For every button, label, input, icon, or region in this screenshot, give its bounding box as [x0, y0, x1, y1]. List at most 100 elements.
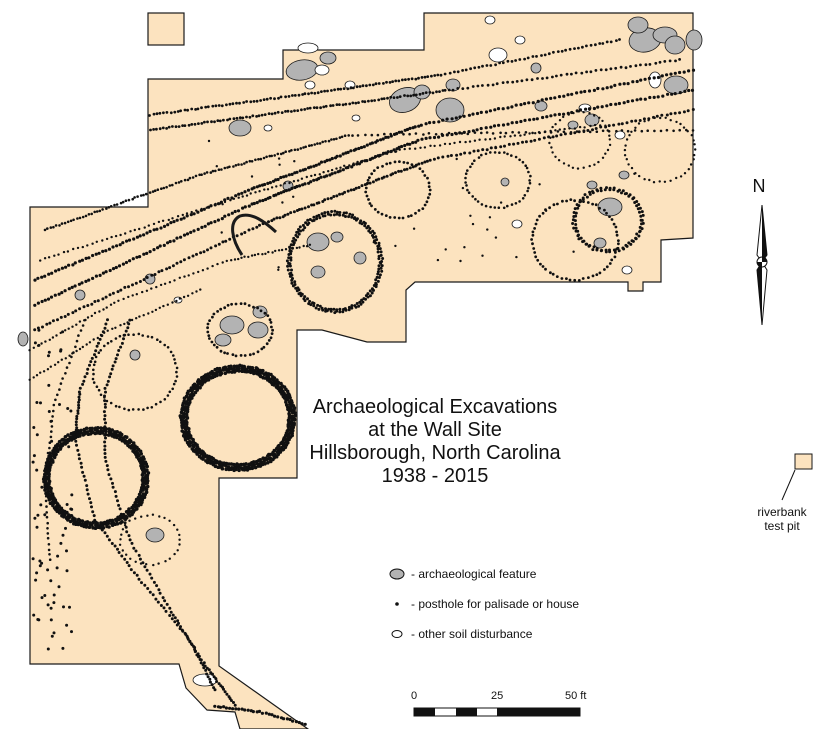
posthole: [219, 349, 223, 353]
posthole: [172, 523, 176, 527]
posthole: [232, 197, 236, 200]
posthole: [127, 322, 131, 326]
posthole: [403, 168, 406, 172]
posthole: [605, 86, 609, 90]
posthole: [93, 431, 98, 436]
posthole: [155, 285, 158, 289]
posthole: [148, 114, 151, 117]
posthole: [240, 163, 243, 166]
posthole: [527, 186, 530, 190]
posthole: [374, 278, 378, 282]
posthole: [81, 324, 85, 327]
posthole: [91, 520, 96, 525]
posthole: [338, 192, 342, 196]
posthole: [414, 164, 417, 168]
posthole: [592, 245, 596, 249]
posthole: [318, 142, 322, 145]
posthole: [91, 526, 95, 530]
map-title: Archaeological Excavations at the Wall S…: [300, 396, 570, 488]
posthole: [162, 606, 166, 610]
posthole: [582, 166, 585, 169]
posthole: [316, 303, 320, 307]
posthole: [102, 410, 106, 414]
posthole: [191, 176, 195, 179]
posthole: [338, 211, 342, 214]
posthole: [531, 55, 535, 58]
posthole: [78, 307, 82, 311]
posthole: [203, 664, 207, 668]
posthole: [60, 266, 64, 270]
posthole: [152, 580, 156, 584]
posthole: [489, 151, 492, 154]
posthole: [118, 243, 122, 247]
posthole: [60, 358, 63, 361]
posthole: [157, 270, 161, 274]
posthole: [325, 174, 329, 178]
posthole: [254, 459, 259, 464]
posthole: [423, 174, 427, 177]
posthole: [290, 410, 295, 415]
posthole: [586, 201, 590, 204]
posthole: [70, 493, 74, 497]
posthole: [106, 329, 109, 332]
posthole: [103, 344, 106, 348]
postholes-layer: [28, 38, 697, 726]
posthole: [220, 168, 223, 171]
posthole: [206, 248, 209, 252]
posthole: [307, 205, 310, 209]
posthole: [276, 152, 280, 156]
posthole: [453, 70, 456, 74]
posthole: [176, 215, 180, 218]
posthole: [292, 210, 296, 214]
posthole: [341, 103, 345, 107]
posthole: [455, 157, 458, 161]
posthole: [661, 94, 665, 98]
posthole: [510, 121, 514, 125]
posthole: [270, 186, 274, 189]
posthole: [365, 226, 369, 230]
posthole: [173, 552, 176, 556]
posthole: [397, 216, 401, 220]
posthole: [89, 360, 93, 364]
posthole: [163, 343, 166, 347]
posthole: [127, 295, 130, 299]
posthole: [184, 400, 189, 404]
posthole: [178, 414, 183, 418]
posthole: [124, 525, 128, 529]
posthole: [312, 218, 316, 222]
posthole: [589, 70, 593, 74]
posthole: [146, 587, 150, 590]
posthole: [480, 153, 483, 157]
posthole: [512, 142, 516, 146]
posthole: [101, 271, 105, 275]
posthole: [287, 413, 292, 418]
posthole: [66, 312, 70, 316]
posthole: [76, 517, 81, 522]
posthole: [639, 63, 642, 67]
posthole: [178, 276, 181, 279]
posthole: [81, 382, 85, 386]
posthole: [414, 147, 417, 150]
posthole: [91, 253, 95, 258]
posthole: [148, 590, 152, 594]
posthole: [535, 218, 539, 222]
posthole: [622, 101, 626, 105]
posthole: [574, 226, 578, 230]
posthole: [227, 370, 231, 374]
posthole: [540, 54, 543, 57]
posthole: [221, 261, 224, 264]
posthole: [232, 117, 236, 121]
posthole: [672, 129, 675, 133]
posthole: [308, 144, 311, 147]
posthole: [423, 160, 427, 164]
posthole: [249, 192, 252, 195]
posthole: [56, 554, 60, 558]
posthole: [93, 300, 97, 303]
posthole: [105, 399, 109, 403]
posthole: [643, 97, 647, 101]
posthole: [277, 96, 280, 100]
posthole: [75, 339, 79, 343]
posthole: [264, 711, 268, 715]
posthole: [552, 50, 555, 54]
posthole: [577, 279, 581, 282]
